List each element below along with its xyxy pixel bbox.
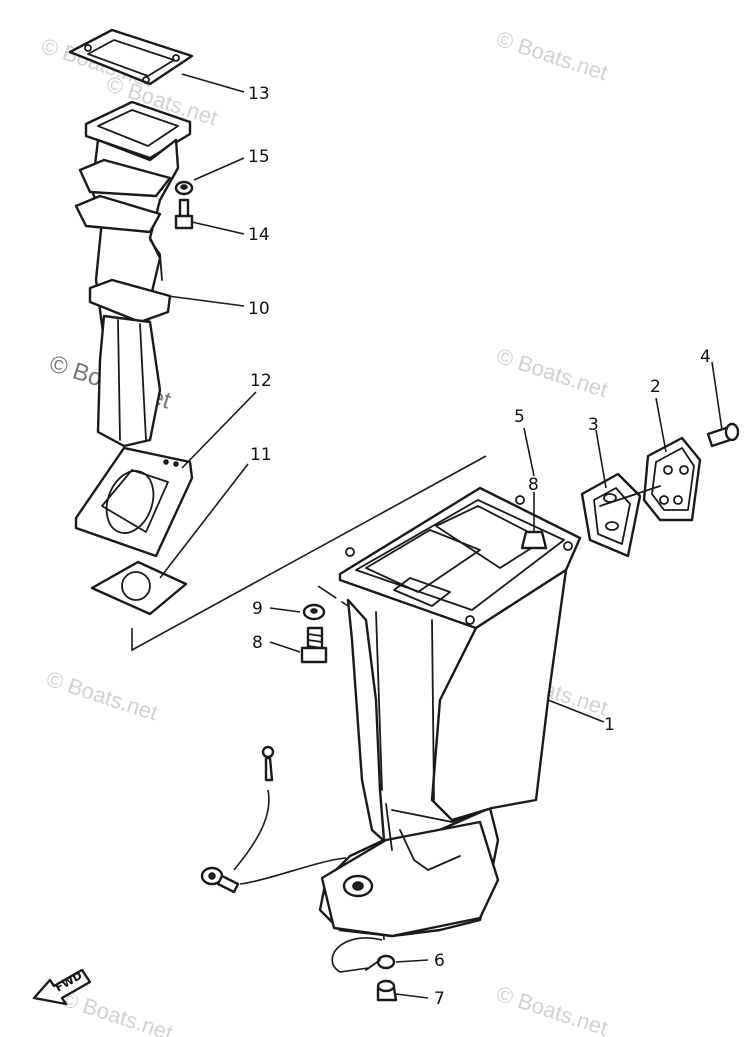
callout-leaders [159,73,723,999]
callout-14: 14 [248,225,270,245]
washer-6 [365,954,396,971]
upper-casing-1 [318,486,582,938]
cover-2 [599,436,702,522]
gasket-11 [90,560,188,616]
watermark: © Boats.net [493,343,610,402]
callout-4: 4 [700,347,711,367]
callout-13: 13 [248,84,270,104]
callout-8-inner: 8 [528,475,539,495]
callout-2: 2 [650,377,661,397]
callout-6: 6 [434,951,445,971]
washer-9 [302,603,326,621]
watermark: © Boats.net [493,26,610,85]
nut-7 [376,979,398,1002]
screw-4 [706,422,740,448]
gasket-13 [68,28,194,86]
callout-7: 7 [434,989,445,1009]
ground-wire [200,745,347,894]
callout-1: 1 [604,715,615,735]
bolt-14 [174,198,194,230]
fwd-arrow-icon: FWD [32,968,92,1006]
callout-8: 8 [252,633,263,653]
watermark: © Boats.net [58,986,175,1037]
washer-15 [174,180,194,196]
bolt-8 [300,626,328,664]
callout-5: 5 [514,407,525,427]
callout-numbers: 13 15 14 10 12 11 5 8 3 2 4 9 8 1 6 7 [248,84,711,1009]
callout-12: 12 [250,371,272,391]
callout-9: 9 [252,599,263,619]
exhaust-guide-10 [74,100,192,448]
callout-3: 3 [588,415,599,435]
callout-15: 15 [248,147,270,167]
callout-10: 10 [248,299,270,319]
watermark: © Boats.net [493,981,610,1037]
watermark: © Boats.net [43,666,160,725]
callout-11: 11 [250,445,272,465]
seal-12 [74,446,194,558]
gasket-3 [580,472,642,558]
bolt-8-inner [520,492,548,550]
